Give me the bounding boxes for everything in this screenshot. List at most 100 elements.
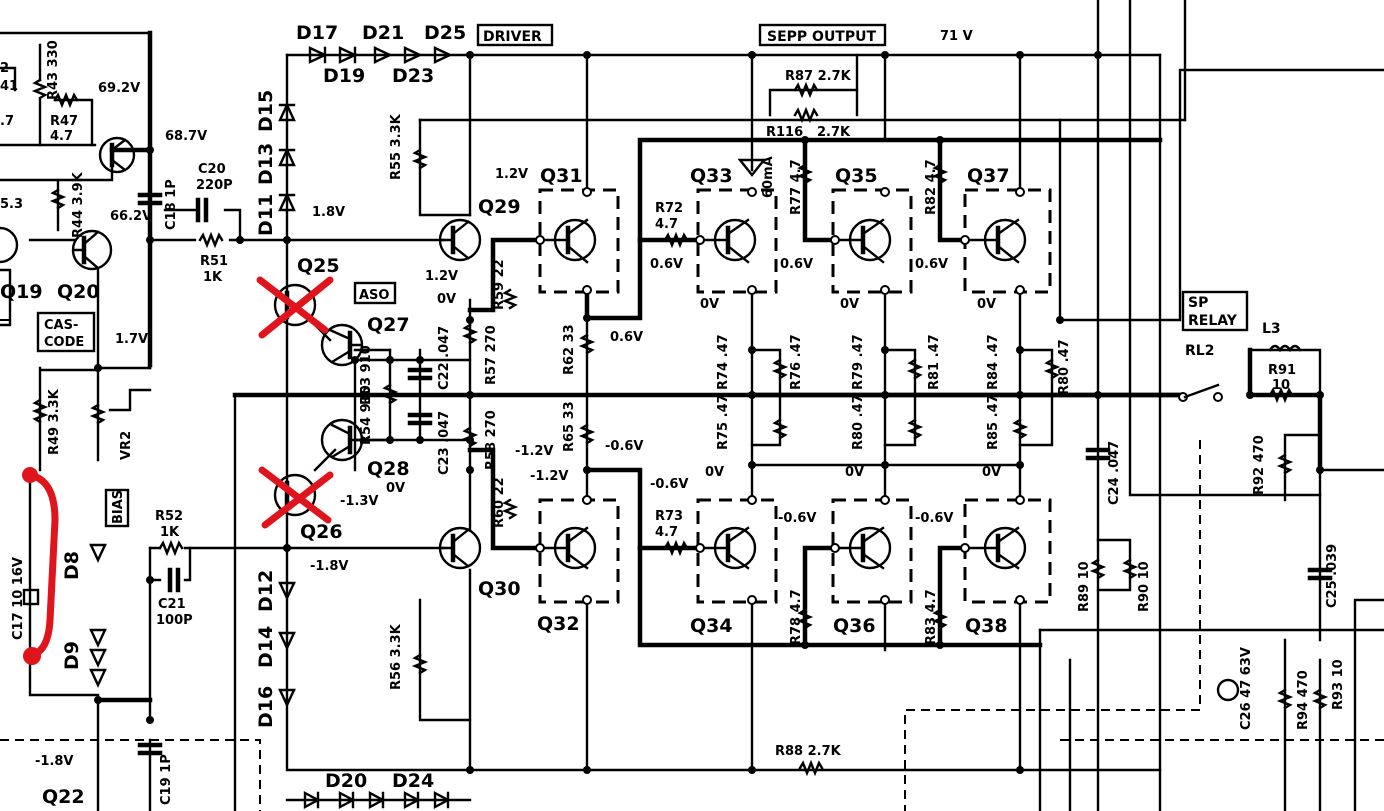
v0-6c: 0.6V xyxy=(780,257,813,272)
vm1-2a: -1.2V xyxy=(515,444,554,459)
r53-label: R53 910 xyxy=(359,345,374,405)
bias-label: BIAS xyxy=(111,490,126,524)
r41-value: .7 xyxy=(0,114,14,129)
v0c: 0V xyxy=(840,297,859,312)
q19-symbol xyxy=(0,226,19,264)
capacitor-symbols xyxy=(22,192,1333,756)
d19-label: D19 xyxy=(323,65,365,87)
cascode-label-1: CAS- xyxy=(44,318,78,333)
q31-symbol xyxy=(538,218,597,264)
q34-label: Q34 xyxy=(690,615,733,637)
r59-label: R59 22 xyxy=(492,259,507,310)
r85-label: R85 .47 xyxy=(986,394,1001,450)
junctions xyxy=(94,51,1324,774)
r49-label: R49 3.3K xyxy=(47,388,62,455)
q30-label: Q30 xyxy=(478,578,521,600)
d25-label: D25 xyxy=(424,22,466,44)
r116-label: R116 xyxy=(766,125,803,140)
v1-8: 1.8V xyxy=(312,205,345,220)
r80a-label: R80 .47 xyxy=(851,394,866,450)
c20-label: C20 xyxy=(198,162,226,177)
q33-label: Q33 xyxy=(690,165,733,187)
q32-label: Q32 xyxy=(537,613,580,635)
dashed-lines xyxy=(0,319,1384,811)
d16-label: D16 xyxy=(255,686,277,728)
r52-value: 1K xyxy=(160,525,180,540)
r77-label: R77 4.7 xyxy=(789,159,804,215)
relay-rl2 xyxy=(737,158,1302,399)
d20-label: D20 xyxy=(325,770,367,792)
block-labels: DRIVER SEPP OUTPUT ASO CAS- CODE BIAS SP… xyxy=(44,29,1238,524)
r83-label: R83 4.7 xyxy=(924,589,939,645)
v1-2b: 1.2V xyxy=(425,269,458,284)
label-boxes xyxy=(36,23,1249,528)
q27-label: Q27 xyxy=(367,314,410,336)
resistor-labels: R43 330 R44 3.9K R47 4.7 41 .7 R49 3.3K … xyxy=(0,40,1346,759)
r56-label: R56 3.3K xyxy=(389,623,404,690)
c20-value: 220P xyxy=(196,178,233,193)
r76-label: R76 .47 xyxy=(789,334,804,390)
diode-labels: D8 D9 D11 D12 D13 D14 D15 D16 D17 D19 D2… xyxy=(61,22,466,792)
c23-label: C23 .047 xyxy=(437,411,452,475)
current-label: 60mA xyxy=(761,156,776,198)
v0h: 0V xyxy=(386,481,405,496)
c21-label: C21 xyxy=(158,597,186,612)
vm1-2b: -1.2V xyxy=(530,469,569,484)
q36-symbol xyxy=(833,526,892,570)
v2: 2 xyxy=(0,61,9,76)
v68-7: 68.7V xyxy=(165,129,207,144)
q29-symbol xyxy=(438,218,482,262)
v0a: 0V xyxy=(437,292,456,307)
v71: 71 V xyxy=(940,29,973,44)
r54-label: R54 910 xyxy=(359,385,374,445)
r44-label: R44 3.9K xyxy=(71,171,86,238)
voltage-labels: 69.2V 68.7V 66.2V 71 V 1.8V 1.2V 1.2V 0V… xyxy=(0,29,1001,769)
v0g: 0V xyxy=(982,465,1001,480)
v1-7: 1.7V xyxy=(115,332,148,347)
c21-value: 100P xyxy=(156,613,193,628)
v69-2: 69.2V xyxy=(98,81,140,96)
q31-label: Q31 xyxy=(540,165,583,187)
v0f: 0V xyxy=(845,465,864,480)
vm0-6b: -0.6V xyxy=(650,477,689,492)
q35-label: Q35 xyxy=(835,165,878,187)
r84-label: R84 .47 xyxy=(986,334,1001,390)
q34-symbol xyxy=(698,526,757,570)
v0-6b: 0.6V xyxy=(650,257,683,272)
r74-label: R74 .47 xyxy=(716,334,731,390)
d12-label: D12 xyxy=(255,570,277,612)
r43-label: R43 330 xyxy=(46,40,61,100)
d11-label: D11 xyxy=(255,194,277,236)
d24-label: D24 xyxy=(392,770,434,792)
vm1-3: -1.3V xyxy=(340,494,379,509)
vm0-6c: -0.6V xyxy=(778,511,817,526)
q28-symbol xyxy=(320,418,364,462)
cascode-label-2: CODE xyxy=(44,335,84,350)
sp-relay-label-2: RELAY xyxy=(1188,313,1238,329)
red-markup xyxy=(22,276,334,665)
q38-symbol xyxy=(963,526,1027,570)
r72-label: R72 xyxy=(655,201,683,216)
d15-label: D15 xyxy=(255,90,277,132)
top-left-pnp xyxy=(98,136,136,174)
q27-symbol xyxy=(320,323,364,367)
r55-label: R55 3.3K xyxy=(389,113,404,180)
driver-label: DRIVER xyxy=(483,29,542,45)
diode-symbols xyxy=(89,46,472,810)
d23-label: D23 xyxy=(392,65,434,87)
d8-label: D8 xyxy=(61,551,83,580)
q36-label: Q36 xyxy=(833,615,876,637)
r88-label: R88 2.7K xyxy=(775,744,842,759)
r91-label: R91 xyxy=(1268,363,1296,378)
r79-label: R79 .47 xyxy=(851,334,866,390)
d21-label: D21 xyxy=(362,22,404,44)
q25-label: Q25 xyxy=(297,255,340,277)
q20-symbol xyxy=(71,229,113,271)
r41-label: 41 xyxy=(0,79,18,94)
d17-label: D17 xyxy=(296,22,338,44)
r65-label: R65 33 xyxy=(562,401,577,452)
q35-symbol xyxy=(833,218,892,264)
r82-label: R82 4.7 xyxy=(924,159,939,215)
r47-label: R47 xyxy=(50,114,78,129)
